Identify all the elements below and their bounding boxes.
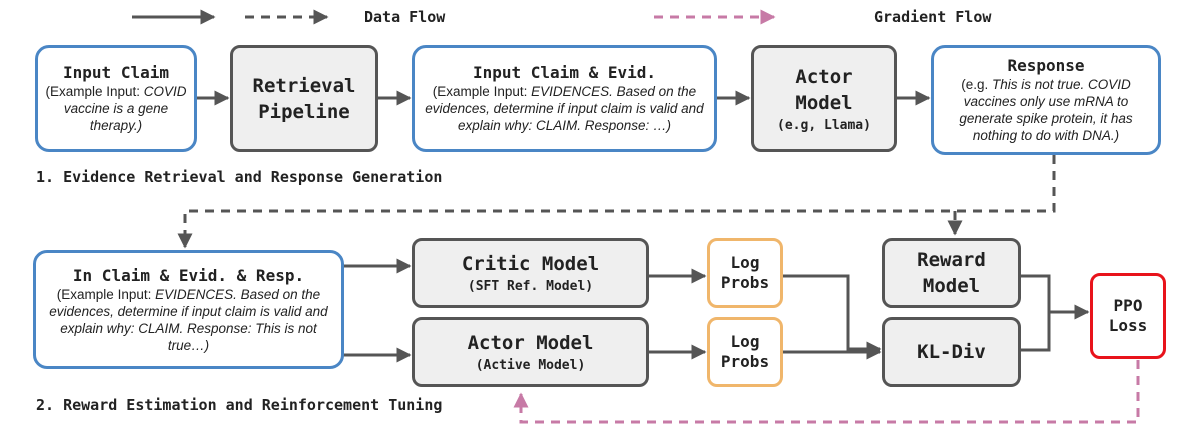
reward-line1: Reward	[917, 249, 986, 271]
section1-title: 1. Evidence Retrieval and Response Gener…	[36, 168, 443, 186]
kl-div-box: KL-Div	[882, 317, 1021, 387]
arrow-kl-to-ppo	[1020, 312, 1051, 352]
section2-title: 2. Reward Estimation and Reinforcement T…	[36, 396, 443, 414]
arrow-reward-to-ppo	[1020, 274, 1090, 320]
logprob2-line1: Log	[730, 332, 760, 351]
arrow-logprob1-to-kl	[782, 274, 882, 357]
actor-model-box-2: Actor Model (Active Model)	[412, 317, 649, 387]
claim-evid-resp-desc: (Example Input: EVIDENCES. Based on the …	[49, 286, 328, 353]
kl-div-title: KL-Div	[917, 341, 986, 363]
logprob2-line2: Probs	[720, 352, 770, 371]
legend-data-flow: Data Flow	[364, 8, 446, 26]
claim-evid-box: Input Claim & Evid. (Example Input: EVID…	[412, 45, 717, 152]
response-box: Response (e.g. This is not true. COVID v…	[931, 45, 1161, 155]
critic-title: Critic Model	[461, 253, 600, 275]
claim-evid-desc: (Example Input: EVIDENCES. Based on the …	[425, 84, 704, 133]
actor2-sub: (Active Model)	[475, 358, 586, 373]
actor1-line2: Model	[795, 91, 853, 114]
ppo-loss-box: PPO Loss	[1090, 273, 1166, 359]
response-desc: (e.g. This is not true. COVID vaccines o…	[959, 77, 1133, 143]
reward-model-box: Reward Model	[882, 238, 1021, 308]
response-title: Response	[1007, 56, 1085, 75]
ppo-line2: Loss	[1108, 316, 1148, 335]
ppo-line1: PPO	[1113, 296, 1143, 315]
critic-sub: (SFT Ref. Model)	[467, 279, 594, 294]
retrieval-line2: Pipeline	[258, 100, 350, 123]
input-claim-desc: (Example Input: COVID vaccine is a gene …	[45, 84, 187, 133]
claim-evid-resp-title: In Claim & Evid. & Resp.	[72, 265, 305, 285]
reward-line2: Model	[922, 275, 981, 297]
actor-model-box-1: Actor Model (e.g, Llama)	[751, 45, 897, 152]
logprob1-line2: Probs	[720, 273, 770, 292]
logprob1-line1: Log	[730, 253, 760, 272]
gradient-ppo-to-actor	[513, 360, 1140, 424]
critic-model-box: Critic Model (SFT Ref. Model)	[412, 238, 649, 308]
log-probs-box-1: Log Probs	[707, 238, 783, 308]
legend-gradient-flow: Gradient Flow	[874, 8, 992, 26]
claim-evid-title: Input Claim & Evid.	[472, 63, 657, 82]
actor1-sub: (e.g, Llama)	[777, 117, 871, 133]
claim-evid-resp-box: In Claim & Evid. & Resp. (Example Input:…	[33, 250, 344, 369]
retrieval-pipeline-box: Retrieval Pipeline	[230, 45, 378, 152]
log-probs-box-2: Log Probs	[707, 317, 783, 387]
input-claim-box: Input Claim (Example Input: COVID vaccin…	[35, 45, 197, 152]
actor1-line1: Actor	[795, 65, 853, 88]
retrieval-line1: Retrieval	[252, 74, 356, 97]
actor2-title: Actor Model	[467, 332, 594, 354]
input-claim-title: Input Claim	[63, 63, 169, 82]
